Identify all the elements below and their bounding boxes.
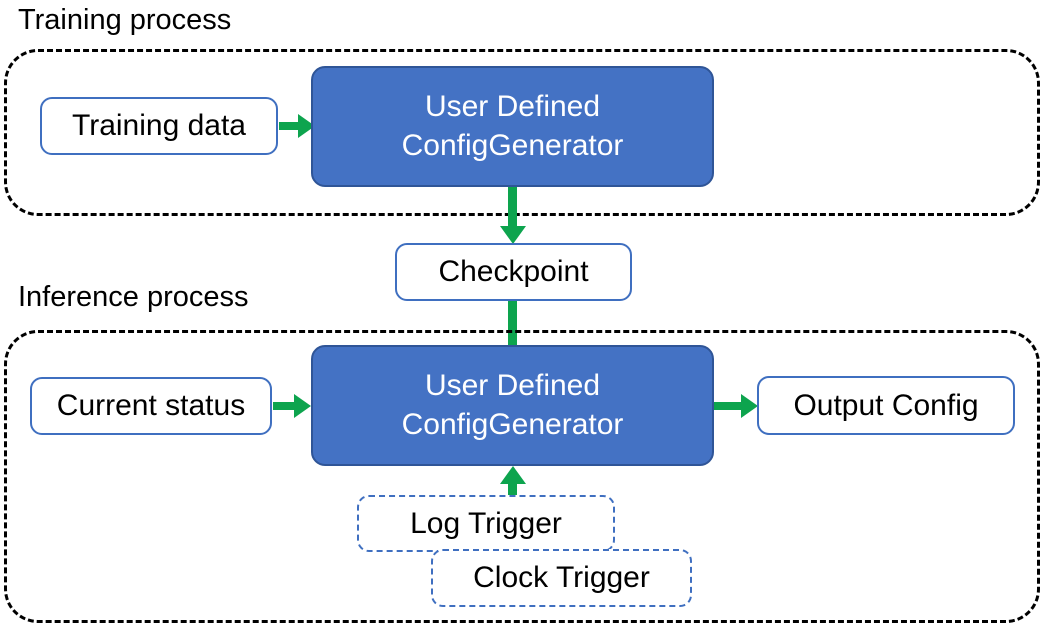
node-infer-config-generator-line2: ConfigGenerator bbox=[401, 407, 624, 441]
inference-process-title: Inference process bbox=[18, 281, 249, 313]
node-clock-trigger[interactable]: Clock Trigger bbox=[431, 549, 692, 607]
node-checkpoint-label: Checkpoint bbox=[438, 255, 589, 289]
node-log-trigger-label: Log Trigger bbox=[410, 506, 562, 540]
inference-process-container bbox=[4, 330, 1040, 623]
node-clock-trigger-label: Clock Trigger bbox=[473, 561, 650, 595]
node-infer-config-generator[interactable]: User Defined ConfigGenerator bbox=[311, 345, 714, 466]
node-output-config[interactable]: Output Config bbox=[757, 376, 1015, 435]
node-current-status-label: Current status bbox=[56, 389, 246, 423]
node-output-config-label: Output Config bbox=[793, 388, 979, 422]
node-infer-config-generator-line1: User Defined bbox=[424, 369, 601, 403]
node-log-trigger[interactable]: Log Trigger bbox=[357, 495, 615, 552]
node-training-data-label: Training data bbox=[72, 109, 246, 143]
node-train-config-generator-line1: User Defined bbox=[424, 90, 601, 124]
node-train-config-generator[interactable]: User Defined ConfigGenerator bbox=[311, 66, 714, 187]
training-process-title: Training process bbox=[18, 4, 232, 36]
node-current-status[interactable]: Current status bbox=[30, 377, 272, 435]
node-train-config-generator-line2: ConfigGenerator bbox=[401, 128, 624, 162]
training-process-container bbox=[4, 49, 1040, 216]
node-training-data[interactable]: Training data bbox=[40, 97, 278, 155]
node-checkpoint[interactable]: Checkpoint bbox=[395, 243, 632, 301]
